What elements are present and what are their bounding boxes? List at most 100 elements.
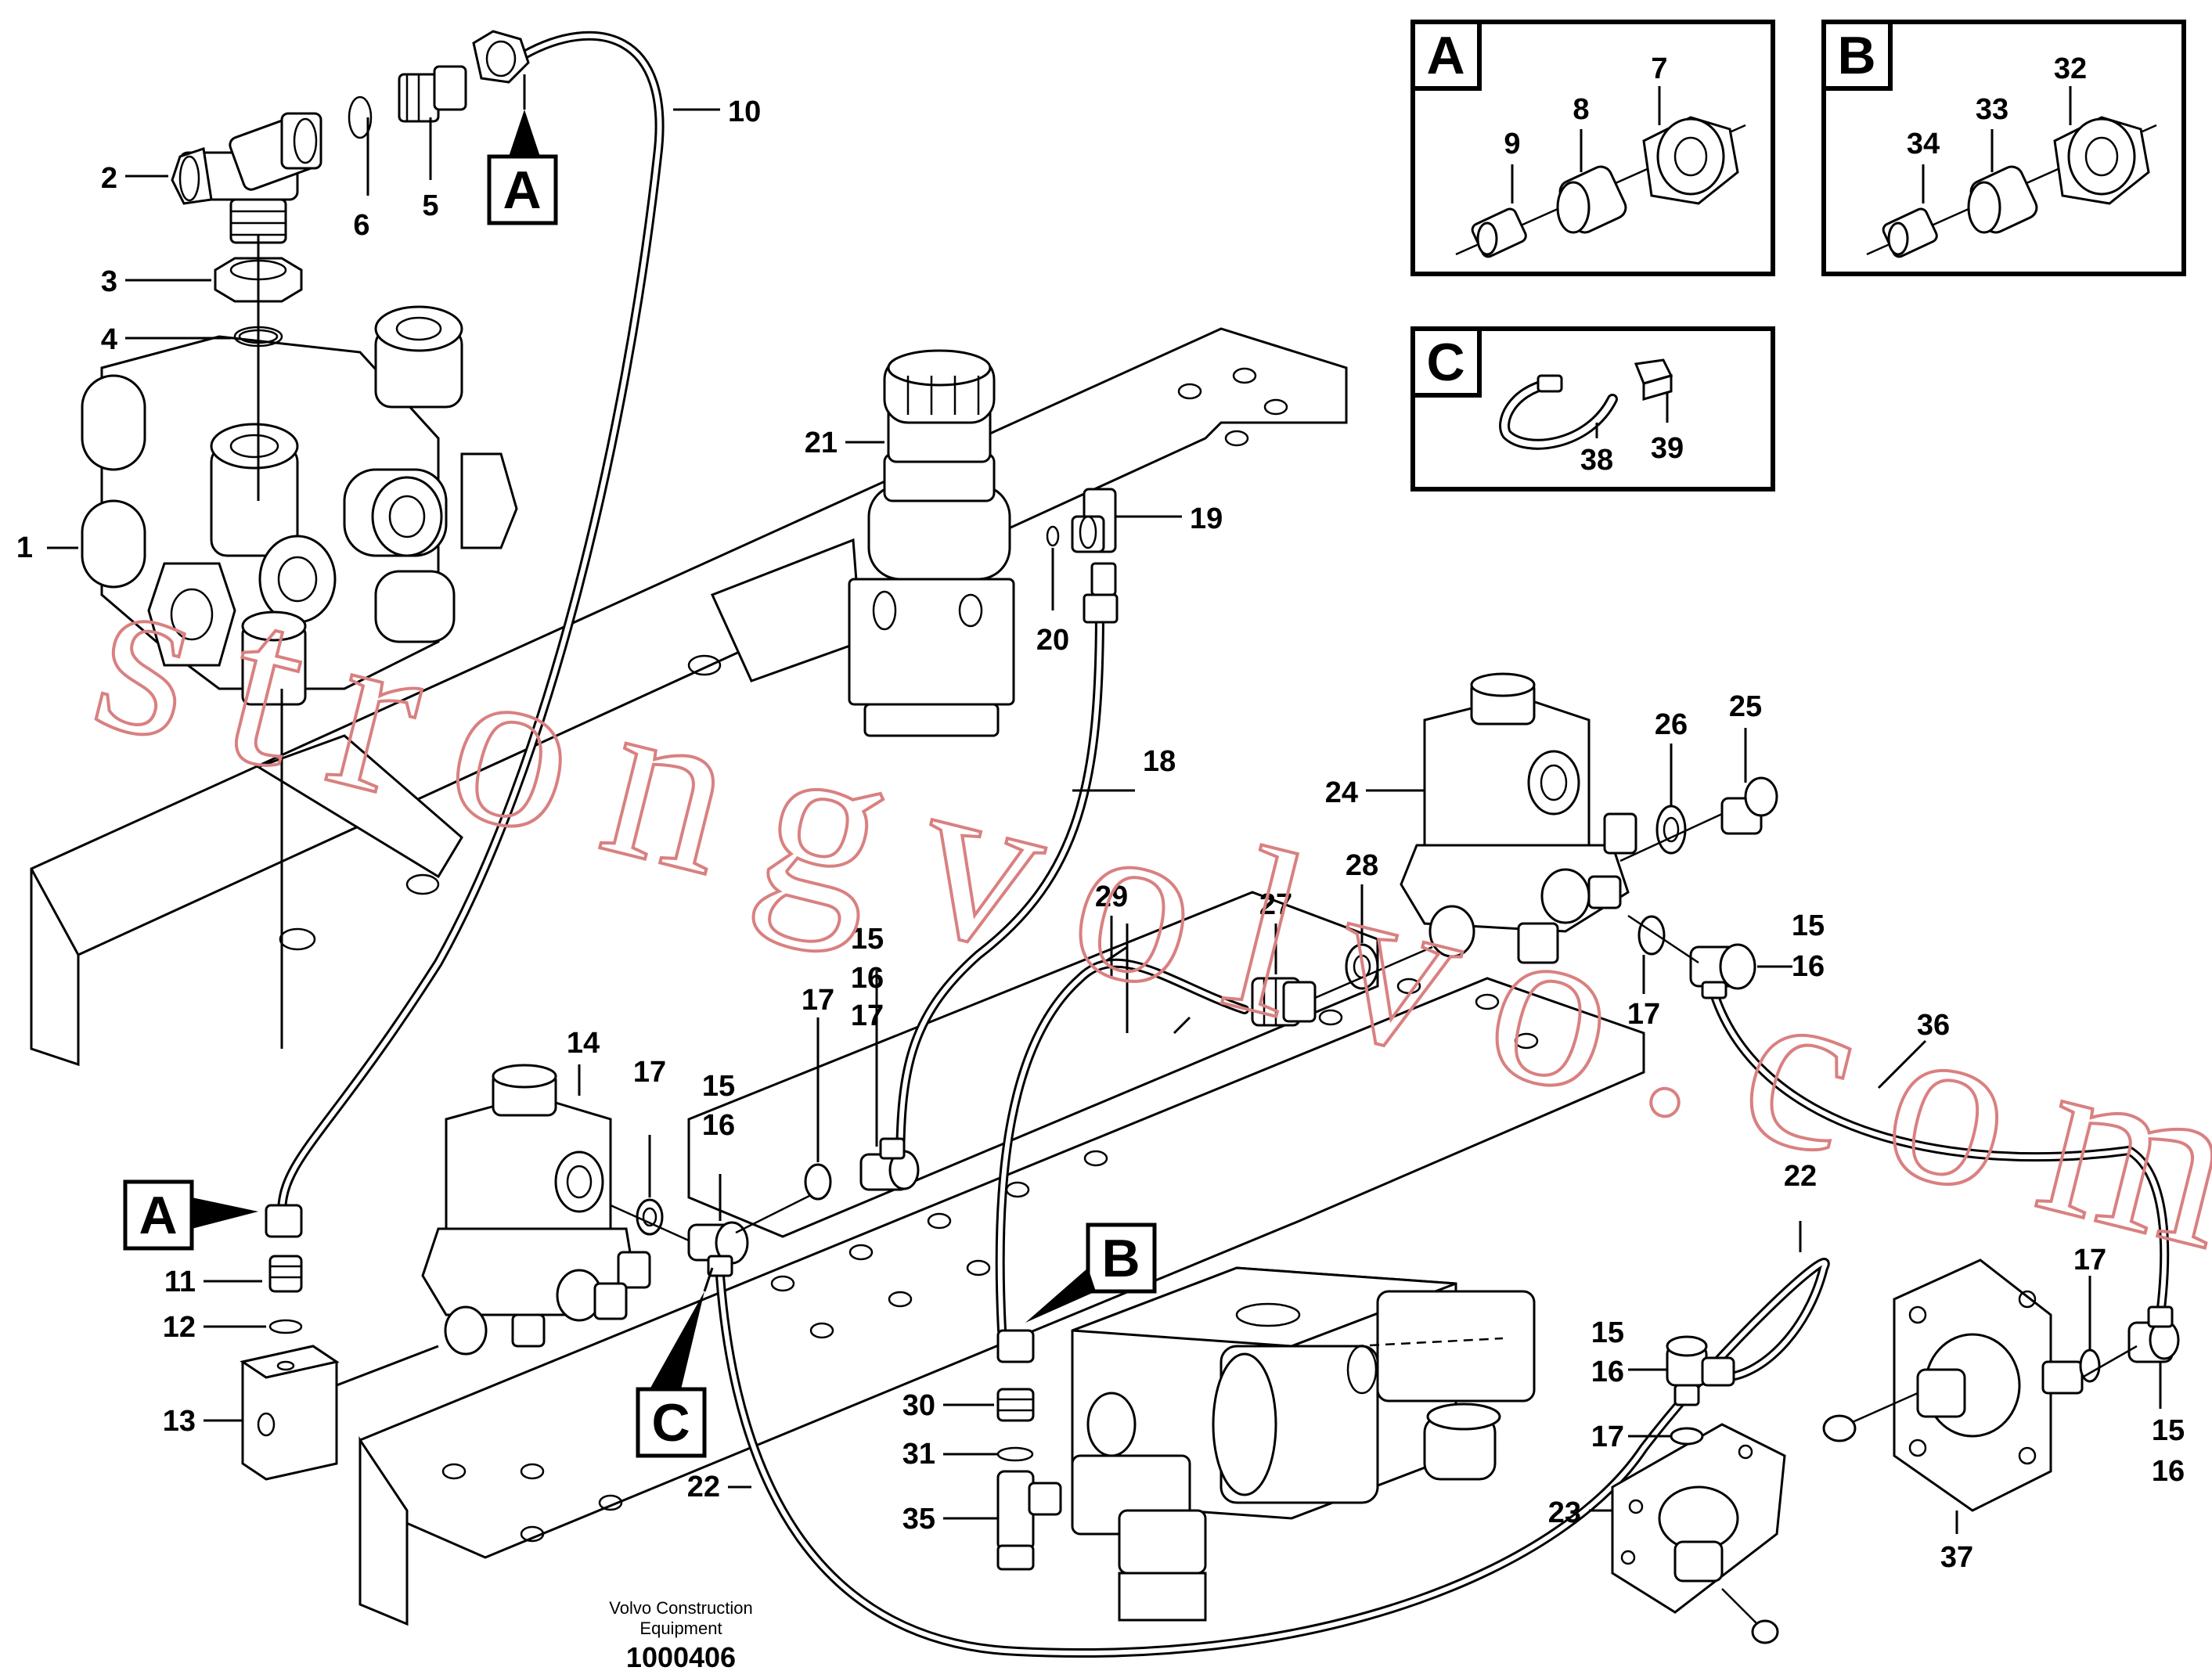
label-19: 19 xyxy=(1190,502,1223,535)
drawing-number: 1000406 xyxy=(626,1641,736,1673)
label-17b: 17 xyxy=(802,984,834,1017)
label-13: 13 xyxy=(163,1405,196,1438)
nipple-part-11 xyxy=(268,1255,303,1293)
adapter-part-27 xyxy=(1251,977,1317,1027)
detail-box-a: A 9 8 7 xyxy=(1410,20,1775,276)
detail-box-b-letter: B xyxy=(1837,26,1875,85)
block-part-13 xyxy=(240,1345,340,1481)
callout-a-top-letter: A xyxy=(503,160,541,220)
label-16d: 16 xyxy=(1591,1356,1624,1388)
detail-b-label-33: 33 xyxy=(1976,93,2008,126)
callout-c-letter: C xyxy=(651,1393,690,1453)
label-15e: 15 xyxy=(2152,1414,2185,1447)
o-ring-part-31 xyxy=(996,1446,1034,1462)
o-ring-part-12 xyxy=(268,1319,303,1334)
label-15a: 15 xyxy=(702,1070,735,1103)
nipple-part-5 xyxy=(398,65,467,123)
label-5: 5 xyxy=(422,189,438,222)
label-2: 2 xyxy=(101,162,117,195)
valve-block-part-1 xyxy=(81,305,518,706)
pressure-switch-part-23 xyxy=(1611,1423,1786,1644)
o-ring-part-20 xyxy=(1046,525,1060,547)
label-31: 31 xyxy=(902,1438,935,1471)
label-15d: 15 xyxy=(1591,1316,1624,1349)
label-22b: 22 xyxy=(1784,1160,1817,1193)
washer-part-17-lower xyxy=(1670,1427,1704,1446)
detail-a-label-7: 7 xyxy=(1651,52,1667,85)
label-6: 6 xyxy=(353,209,369,242)
elbow-fitting-right-lower xyxy=(2127,1305,2180,1363)
hoses xyxy=(277,31,2170,1658)
hose-end-fitting-top xyxy=(472,30,530,84)
label-17d: 17 xyxy=(1591,1421,1624,1453)
t-fitting-part-35 xyxy=(996,1470,1062,1571)
detail-a-label-9: 9 xyxy=(1504,128,1520,160)
caption: Volvo Construction Equipment 1000406 xyxy=(609,1598,752,1673)
washer-part-26 xyxy=(1655,805,1687,855)
label-16e: 16 xyxy=(2152,1455,2185,1488)
label-20: 20 xyxy=(1036,624,1069,657)
label-12: 12 xyxy=(163,1311,196,1344)
callout-a-left: A xyxy=(123,1179,258,1251)
part-number-labels: 1 2 3 4 5 6 10 11 12 13 14 17 15 16 17 1… xyxy=(16,95,2185,1574)
label-17c: 17 xyxy=(1627,998,1660,1031)
elbow-fitting-right-upper xyxy=(1637,915,1756,999)
label-18: 18 xyxy=(1143,745,1176,778)
dual-solenoid-block xyxy=(1071,1266,1536,1622)
callout-c: C xyxy=(636,1267,714,1458)
detail-b-label-34: 34 xyxy=(1907,128,1940,160)
pressure-switch-part-37 xyxy=(1822,1258,2084,1512)
bracket-holes xyxy=(279,367,1539,1543)
t-fitting-part-19 xyxy=(1071,488,1119,624)
label-17f: 17 xyxy=(851,999,884,1032)
label-24: 24 xyxy=(1325,776,1358,809)
label-35: 35 xyxy=(902,1503,935,1536)
nipple-part-30 xyxy=(996,1388,1035,1422)
label-16c: 16 xyxy=(1792,950,1825,983)
label-16b: 16 xyxy=(851,962,884,995)
caption-line-1: Volvo Construction xyxy=(609,1598,752,1618)
detail-c-label-38: 38 xyxy=(1580,444,1613,477)
detail-box-c-letter: C xyxy=(1426,333,1464,392)
label-30: 30 xyxy=(902,1389,935,1422)
label-29: 29 xyxy=(1095,880,1128,913)
nut-under-callout-b xyxy=(996,1329,1035,1363)
label-28: 28 xyxy=(1346,849,1378,882)
label-27: 27 xyxy=(1259,888,1292,921)
label-14: 14 xyxy=(567,1027,600,1060)
label-26: 26 xyxy=(1655,708,1688,741)
detail-c-label-39: 39 xyxy=(1651,432,1684,465)
o-ring-part-6 xyxy=(348,95,373,139)
solenoid-valve-part-24 xyxy=(1400,672,1637,964)
detail-box-b: B 34 33 32 xyxy=(1821,20,2186,276)
washer-part-17-mid xyxy=(804,1163,832,1201)
elbow-fitting-mid xyxy=(859,1137,920,1191)
plug-part-25 xyxy=(1720,776,1778,835)
solenoid-valve-part-14 xyxy=(421,1064,651,1356)
callout-b-letter: B xyxy=(1101,1229,1140,1288)
callout-a-top: A xyxy=(487,74,558,225)
label-4: 4 xyxy=(101,323,117,356)
callout-b: B xyxy=(1025,1222,1157,1323)
label-17a: 17 xyxy=(633,1056,666,1089)
t-fitting-part-2 xyxy=(171,112,322,244)
label-15b: 15 xyxy=(851,923,884,956)
detail-box-a-letter: A xyxy=(1426,26,1464,85)
elbow-fitting-left-middle xyxy=(687,1221,749,1277)
label-36: 36 xyxy=(1917,1009,1950,1042)
upper-mounting-bracket xyxy=(30,327,1348,1067)
label-15c: 15 xyxy=(1792,909,1825,942)
detail-box-c: C 38 39 xyxy=(1410,326,1775,492)
callout-a-left-letter: A xyxy=(139,1186,177,1245)
label-11: 11 xyxy=(164,1266,196,1298)
label-25: 25 xyxy=(1729,690,1762,723)
pressure-regulator-part-21 xyxy=(848,349,1015,737)
detail-b-label-32: 32 xyxy=(2054,52,2087,85)
label-1: 1 xyxy=(16,531,33,564)
label-16a: 16 xyxy=(702,1109,735,1142)
label-17e: 17 xyxy=(2073,1244,2106,1277)
label-3: 3 xyxy=(101,265,117,298)
label-10: 10 xyxy=(728,95,761,128)
label-37: 37 xyxy=(1940,1541,1973,1574)
